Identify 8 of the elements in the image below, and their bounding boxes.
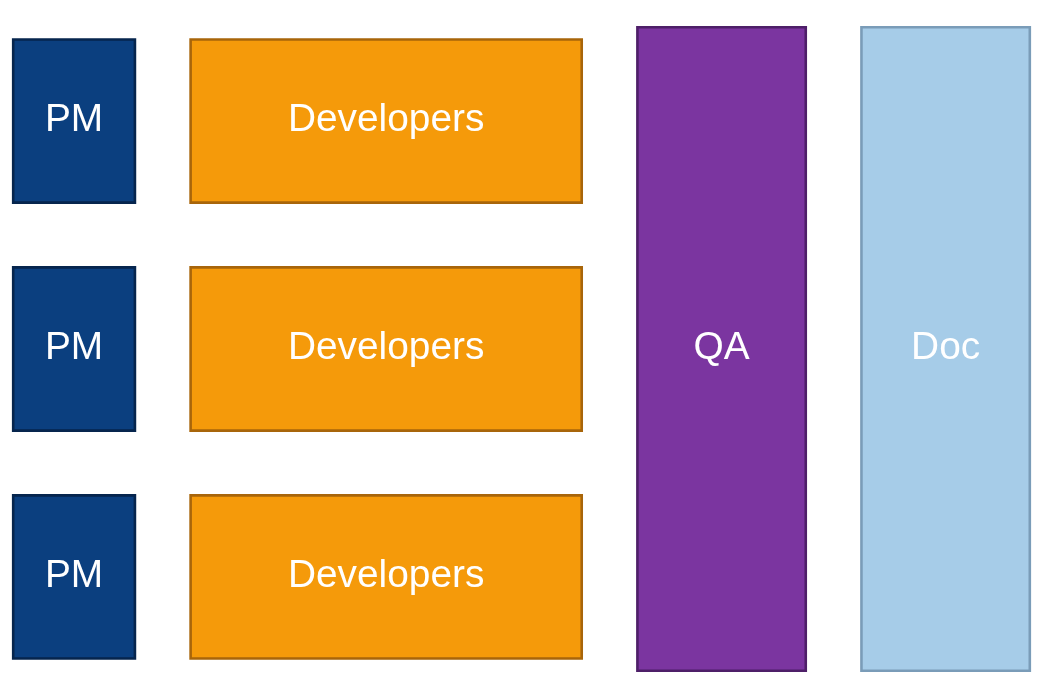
node-box: PM — [11, 37, 137, 204]
node-box: PM — [11, 493, 137, 660]
node-box: Developers — [189, 265, 583, 432]
node-box: Developers — [189, 493, 583, 660]
node-box: QA — [636, 25, 808, 672]
node-box: Developers — [189, 37, 583, 204]
node-box: Doc — [860, 25, 1032, 672]
node-box: PM — [11, 265, 137, 432]
